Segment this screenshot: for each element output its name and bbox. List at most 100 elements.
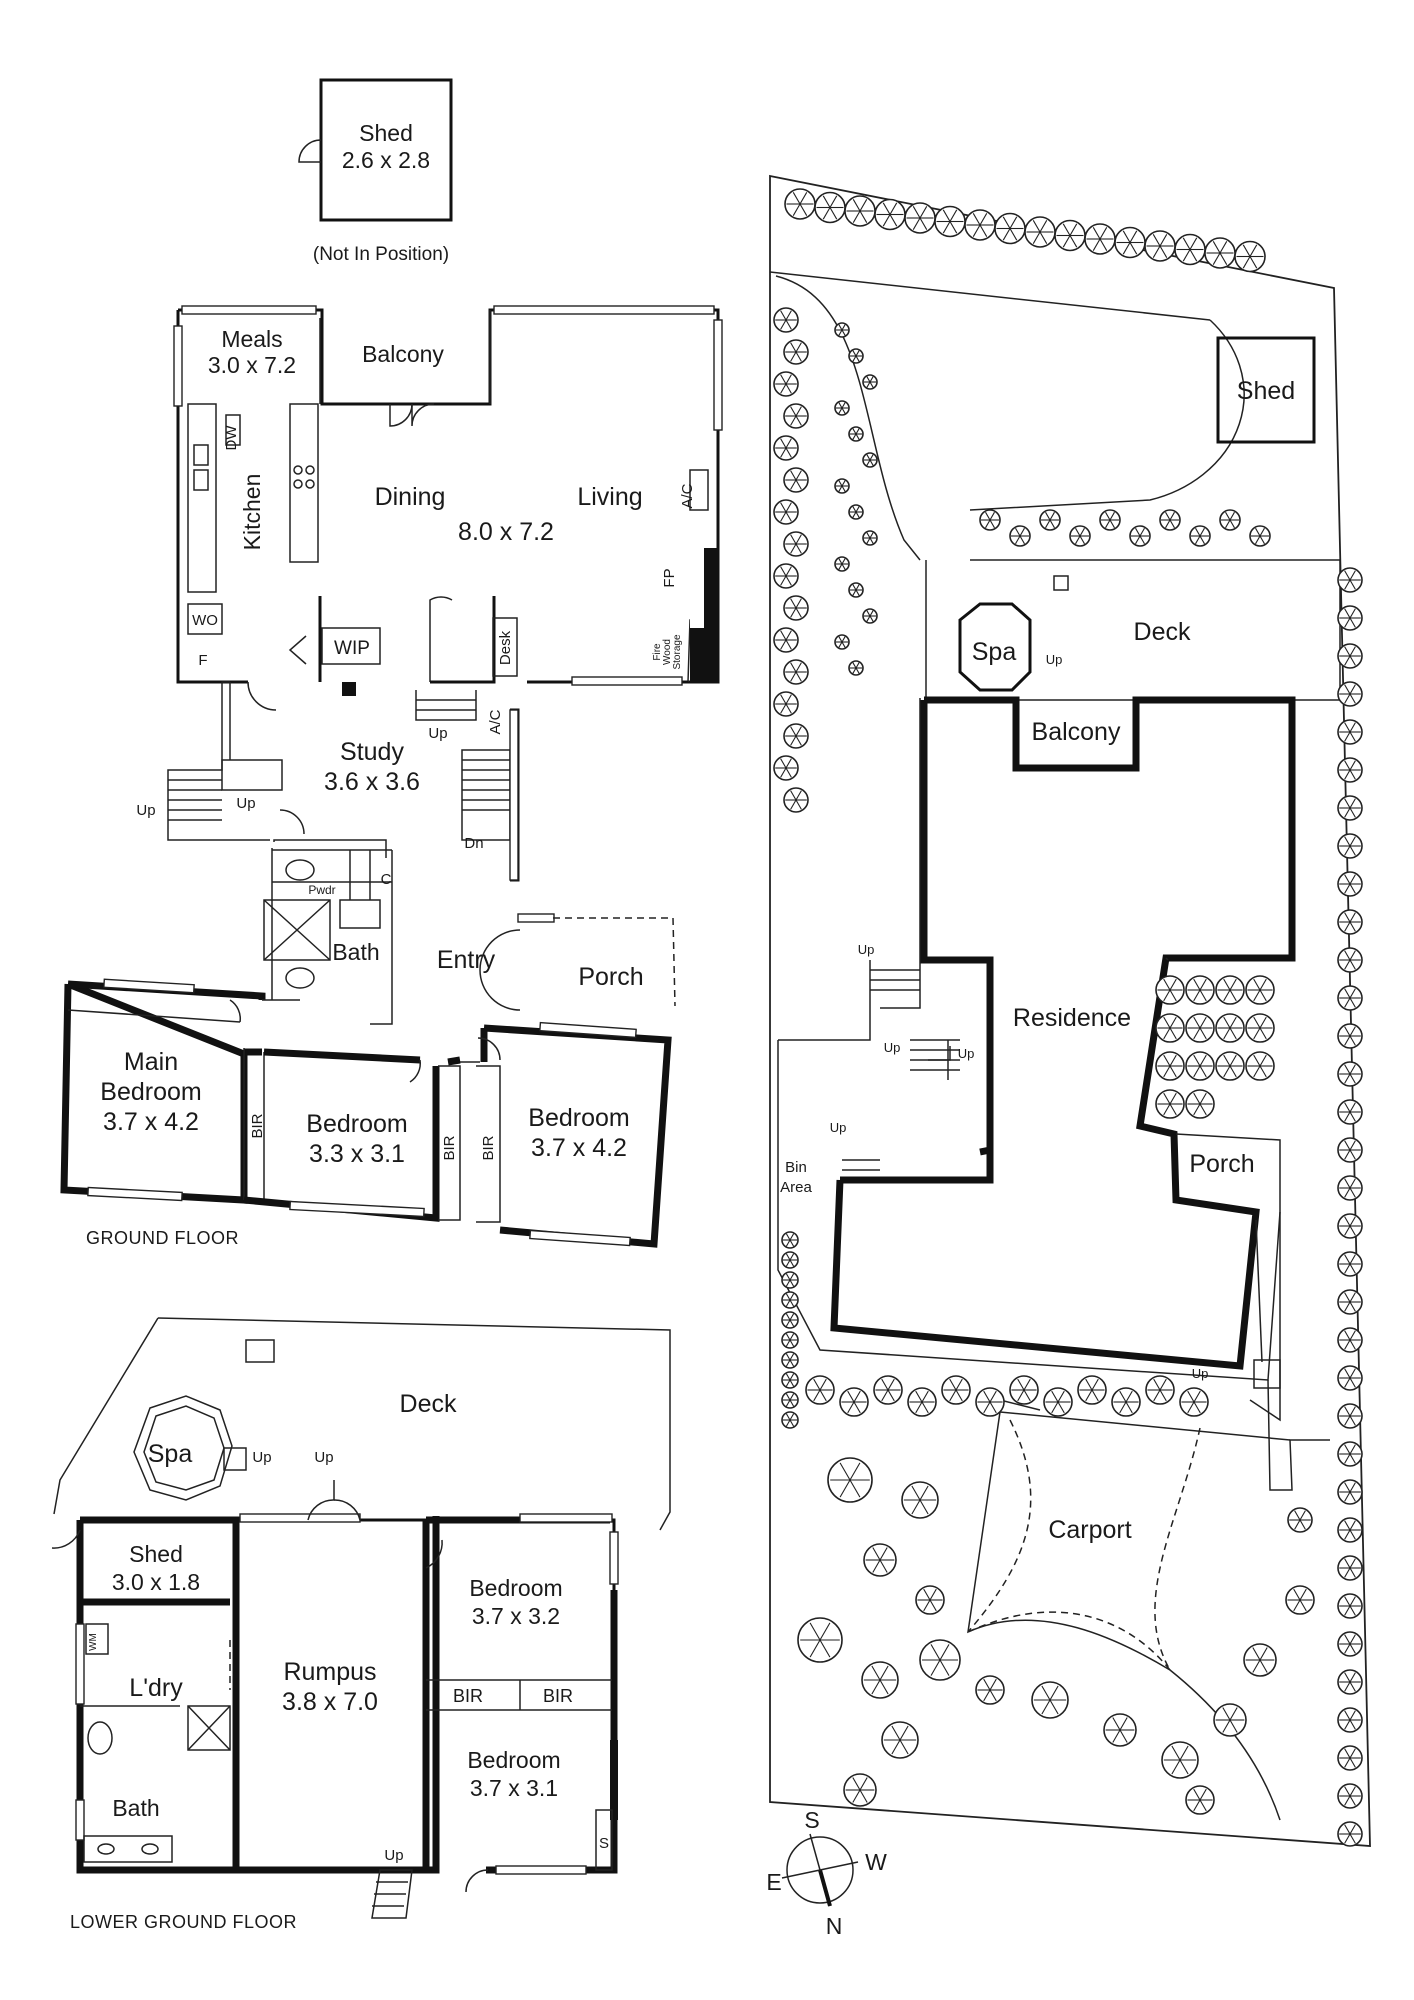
desk-label: Desk — [497, 630, 514, 665]
lower-ground-floor-plan: Deck Spa Up Up Shed — [51, 1317, 671, 1932]
lower-deck-up: Up — [314, 1449, 333, 1466]
tree-symbol — [783, 531, 809, 557]
tree-symbol — [783, 595, 809, 621]
dining-label: Dining — [375, 483, 446, 511]
tree-symbol — [773, 563, 799, 589]
tree-symbol — [834, 634, 850, 650]
lower-s-label: S — [599, 1835, 609, 1852]
tree-symbol — [1337, 795, 1363, 821]
tree-symbol — [848, 582, 864, 598]
tree-symbol — [781, 1351, 799, 1369]
main-bedroom-size: 3.7 x 4.2 — [103, 1108, 199, 1136]
tree-symbol — [1337, 909, 1363, 935]
rumpus-size: 3.8 x 7.0 — [282, 1688, 378, 1716]
tree-symbol — [1337, 1631, 1363, 1657]
f-label: F — [198, 652, 207, 669]
tree-symbol — [1337, 1289, 1363, 1315]
pwdr-label: Pwdr — [308, 883, 335, 897]
site-plan: Shed Deck Spa Up Balcony Residence Up Up… — [769, 174, 1371, 1847]
main-bedroom-label-2: Bedroom — [100, 1078, 201, 1106]
tree-symbol — [781, 1311, 799, 1329]
tree-symbol — [979, 509, 1001, 531]
tree-symbol — [1077, 1375, 1107, 1405]
tree-symbol — [783, 787, 809, 813]
bir-label-3: BIR — [480, 1135, 497, 1160]
lower-bedroom-a-label: Bedroom — [469, 1575, 562, 1601]
wip-label: WIP — [334, 638, 370, 659]
site-balcony-label: Balcony — [1032, 718, 1121, 746]
bedroom-3-label: Bedroom — [528, 1104, 629, 1132]
shed-size: 2.6 x 2.8 — [342, 147, 430, 173]
tree-symbol — [773, 755, 799, 781]
dn-label: Dn — [464, 835, 483, 852]
bedroom-2-size: 3.3 x 3.1 — [309, 1140, 405, 1168]
tree-symbol — [827, 1457, 873, 1503]
tree-symbol — [975, 1387, 1005, 1417]
tree-symbol — [1204, 237, 1236, 269]
lower-bedroom-a-size: 3.7 x 3.2 — [472, 1603, 560, 1629]
bir-label-1: BIR — [249, 1113, 266, 1138]
tree-symbol — [784, 188, 816, 220]
tree-symbol — [1337, 719, 1363, 745]
tree-symbol — [1337, 1441, 1363, 1467]
bin-area-label-1: Bin — [785, 1159, 807, 1176]
tree-symbol — [1099, 509, 1121, 531]
bin-area-label-2: Area — [780, 1179, 812, 1196]
tree-symbol — [805, 1375, 835, 1405]
tree-symbol — [1215, 975, 1245, 1005]
tree-symbol — [1054, 219, 1086, 252]
tree-symbol — [1337, 1137, 1363, 1163]
bir-label-2: BIR — [441, 1135, 458, 1160]
tree-symbol — [1185, 1051, 1215, 1081]
tree-symbol — [1179, 1387, 1209, 1417]
tree-symbol — [848, 660, 864, 676]
tree-symbol — [941, 1375, 971, 1405]
tree-symbol — [834, 478, 850, 494]
tree-symbol — [781, 1371, 799, 1389]
compass-s: S — [804, 1807, 819, 1833]
tree-symbol — [1337, 1555, 1363, 1581]
tree-symbol — [834, 556, 850, 572]
entry-label: Entry — [437, 946, 496, 974]
tree-symbol — [1337, 947, 1363, 973]
tree-symbol — [1337, 985, 1363, 1011]
tree-symbol — [863, 1543, 897, 1577]
lower-spa-label: Spa — [148, 1440, 193, 1468]
tree-symbol — [1337, 1365, 1363, 1391]
main-bedroom-label-1: Main — [124, 1048, 178, 1076]
tree-symbol — [1337, 1023, 1363, 1049]
tree-symbol — [1337, 1669, 1363, 1695]
lower-shed-label: Shed — [129, 1541, 183, 1567]
balcony-label: Balcony — [362, 341, 444, 367]
tree-symbol — [1185, 1013, 1215, 1043]
tree-symbol — [773, 435, 799, 461]
fire-wood-label-2: Wood — [662, 639, 673, 665]
tree-symbol — [1144, 230, 1176, 262]
tree-symbol — [783, 467, 809, 493]
tree-symbol — [907, 1387, 937, 1417]
tree-symbol — [1337, 1061, 1363, 1087]
tree-symbol — [1069, 525, 1091, 547]
shed-note: (Not In Position) — [313, 244, 449, 265]
lower-shed-size: 3.0 x 1.8 — [112, 1569, 200, 1595]
tree-symbol — [881, 1721, 919, 1759]
tree-symbol — [1337, 681, 1363, 707]
tree-symbol — [1155, 1089, 1185, 1119]
tree-symbol — [1215, 1051, 1245, 1081]
tree-symbol — [1234, 240, 1266, 273]
tree-symbol — [1337, 1593, 1363, 1619]
tree-symbol — [1185, 1785, 1215, 1815]
tree-symbol — [1084, 223, 1116, 255]
tree-symbol — [874, 198, 906, 231]
bedroom-2-label: Bedroom — [306, 1110, 407, 1138]
tree-symbol — [1043, 1387, 1073, 1417]
tree-symbol — [1185, 975, 1215, 1005]
tree-symbol — [1245, 975, 1275, 1005]
tree-symbol — [1337, 605, 1363, 631]
tree-symbol — [1337, 871, 1363, 897]
carport-label: Carport — [1048, 1516, 1131, 1544]
bedroom-3-size: 3.7 x 4.2 — [531, 1134, 627, 1162]
site-spa-up: Up — [1046, 652, 1063, 667]
tree-symbol — [1337, 757, 1363, 783]
tree-symbol — [964, 209, 996, 241]
